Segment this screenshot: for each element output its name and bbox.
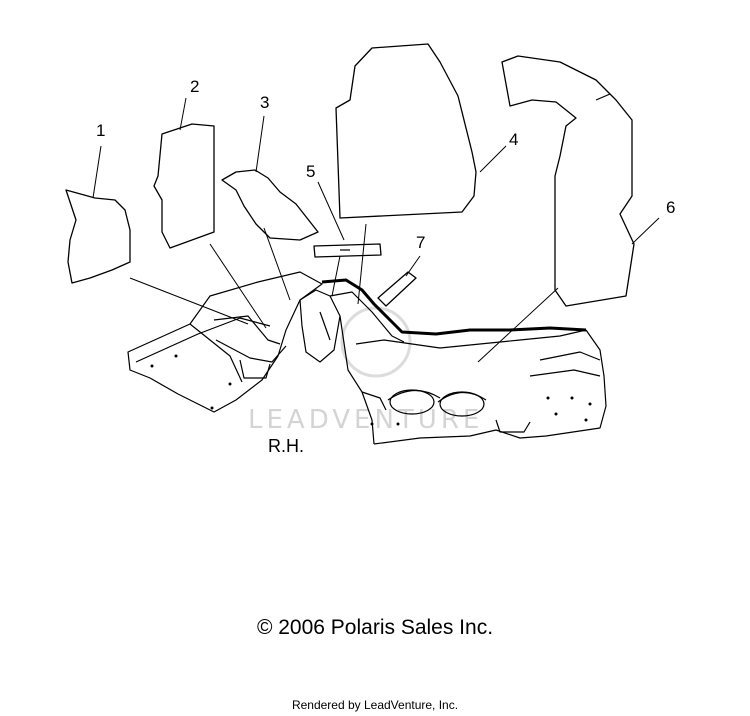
part-6-decal	[501, 55, 635, 307]
callout-4: 4	[509, 130, 518, 149]
callout-2: 2	[190, 77, 199, 96]
callout-7: 7	[416, 233, 425, 252]
part-3-decal	[221, 169, 319, 241]
part-1-decal	[65, 189, 131, 284]
leader-lines	[92, 97, 660, 363]
side-label: R.H.	[268, 436, 304, 456]
callout-3: 3	[260, 93, 269, 112]
vehicle-body-assembly	[127, 271, 607, 445]
watermark-text: LEADVENTURE	[248, 405, 483, 435]
part-5-decal	[313, 243, 382, 258]
part-7-decal	[377, 271, 417, 307]
rendered-by-credit: Rendered by LeadVenture, Inc.	[291, 698, 459, 712]
callout-1: 1	[96, 121, 105, 140]
part-2-decal	[153, 123, 215, 249]
copyright-notice: © 2006 Polaris Sales Inc.	[256, 616, 494, 639]
callout-5: 5	[306, 162, 315, 181]
callout-6: 6	[666, 198, 675, 217]
part-4-decal	[335, 43, 477, 219]
